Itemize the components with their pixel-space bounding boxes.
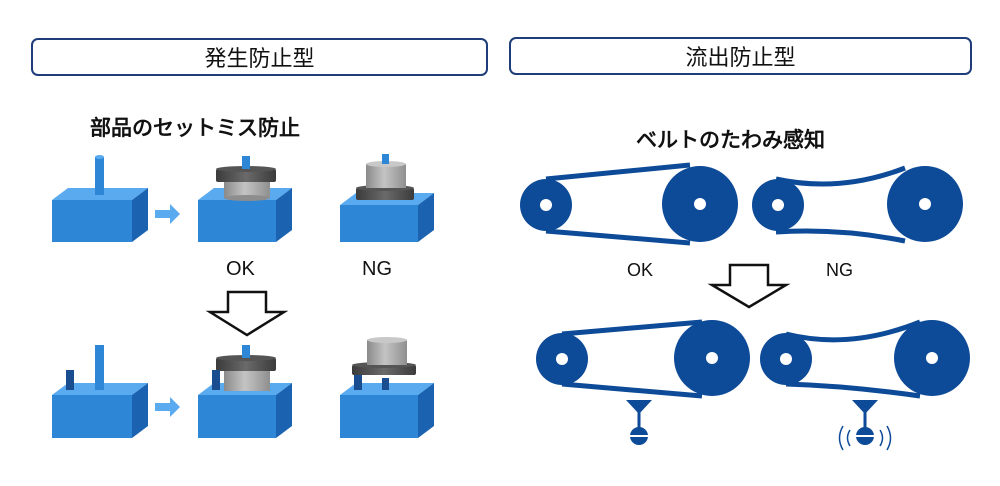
- base-block-with-guide-pin: [52, 345, 148, 438]
- right-header-title: 流出防止型: [685, 46, 796, 71]
- ng-assembly: [340, 154, 434, 242]
- right-ng-label: NG: [826, 260, 853, 280]
- right-subtitle: ベルトのたわみ感知: [636, 128, 825, 152]
- ng-assembly-with-guide: [340, 337, 434, 438]
- left-ok-label: OK: [226, 258, 255, 280]
- small-right-arrow-icon: [155, 204, 180, 224]
- right-down-arrow-icon: [707, 263, 791, 309]
- sensor-icon: [626, 400, 652, 445]
- right-header-box: 流出防止型: [509, 37, 972, 75]
- left-header-box: 発生防止型: [31, 38, 488, 76]
- ok-assembly-with-guide: [198, 345, 292, 438]
- sensor-alarm-icon: [838, 400, 892, 451]
- base-block-with-pin: [52, 155, 148, 242]
- belt-ok-taut: [520, 162, 738, 246]
- small-right-arrow-icon: [155, 397, 180, 417]
- belt-ok-with-sensor: [536, 319, 750, 399]
- left-ng-label: NG: [362, 258, 392, 280]
- left-header-title: 発生防止型: [204, 47, 315, 72]
- ok-assembly: [198, 156, 292, 242]
- left-down-arrow-icon: [205, 290, 289, 337]
- belt-ng-slack: [752, 165, 963, 244]
- right-ok-label: OK: [627, 260, 654, 280]
- left-subtitle: 部品のセットミス防止: [90, 116, 300, 140]
- belt-ng-with-sensor: [760, 319, 970, 399]
